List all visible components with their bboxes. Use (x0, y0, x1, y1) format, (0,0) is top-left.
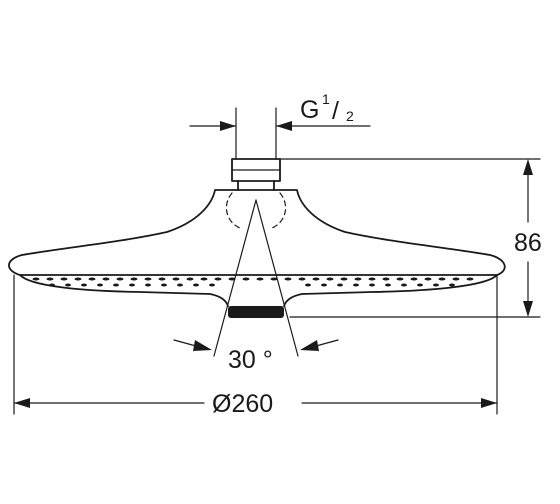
thread-slash-label: / (332, 97, 339, 125)
hidden-socket (225, 192, 287, 229)
nozzle (326, 277, 334, 281)
nozzle (466, 277, 474, 281)
nozzle-rim (19, 274, 498, 307)
nozzle (385, 283, 391, 287)
nozzle (97, 283, 103, 287)
diameter-label: Ø260 (212, 390, 273, 418)
nozzle (449, 283, 455, 287)
shower-head-body (8, 158, 506, 318)
nozzle (102, 277, 110, 281)
thread-prefix-label: G (300, 96, 319, 124)
height-label: 86 (514, 229, 542, 257)
thread-dimension: G 1 / 2 (189, 91, 371, 159)
nozzle (81, 283, 87, 287)
nozzle (433, 283, 439, 287)
nozzle (270, 277, 278, 281)
nozzle (145, 283, 151, 287)
nozzle (321, 283, 327, 287)
nozzle (337, 283, 343, 287)
nozzle (46, 277, 54, 281)
nozzle (354, 277, 362, 281)
nozzle-rows (32, 277, 474, 287)
nozzle (49, 283, 55, 287)
nozzle (130, 277, 138, 281)
nozzle (32, 277, 40, 281)
nozzle (256, 277, 264, 281)
height-dimension: 86 (279, 158, 542, 318)
nozzle (65, 283, 71, 287)
nozzle (74, 277, 82, 281)
nozzle (209, 283, 215, 287)
nozzle (417, 283, 423, 287)
nozzle (116, 277, 124, 281)
nozzle (214, 277, 222, 281)
nozzle (452, 277, 460, 281)
nozzle (284, 277, 292, 281)
nozzle (177, 283, 183, 287)
nozzle (368, 277, 376, 281)
nozzle (305, 283, 311, 287)
nozzle (401, 283, 407, 287)
nozzle (193, 283, 199, 287)
nozzle (172, 277, 180, 281)
nozzle (161, 283, 167, 287)
angle-label: 30 ° (228, 346, 273, 374)
nozzle (60, 277, 68, 281)
nozzle (228, 277, 236, 281)
nozzle (410, 277, 418, 281)
nozzle (298, 277, 306, 281)
nozzle (200, 277, 208, 281)
nozzle (369, 283, 375, 287)
nozzle (340, 277, 348, 281)
nozzle (242, 277, 250, 281)
nozzle (113, 283, 119, 287)
nozzle (424, 277, 432, 281)
nozzle (186, 277, 194, 281)
angle-dimension: 30 ° (173, 199, 339, 374)
nozzle (438, 277, 446, 281)
nozzle (382, 277, 390, 281)
thread-numerator-label: 1 (322, 91, 330, 107)
nozzle (88, 277, 96, 281)
diameter-dimension: Ø260 (13, 274, 498, 418)
nozzle (129, 283, 135, 287)
central-nozzle-plate (228, 306, 284, 318)
neck (237, 180, 275, 191)
nozzle (158, 277, 166, 281)
nozzle (353, 283, 359, 287)
nozzle (144, 277, 152, 281)
thread-denominator-label: 2 (346, 108, 354, 124)
nozzle (396, 277, 404, 281)
nozzle (312, 277, 320, 281)
